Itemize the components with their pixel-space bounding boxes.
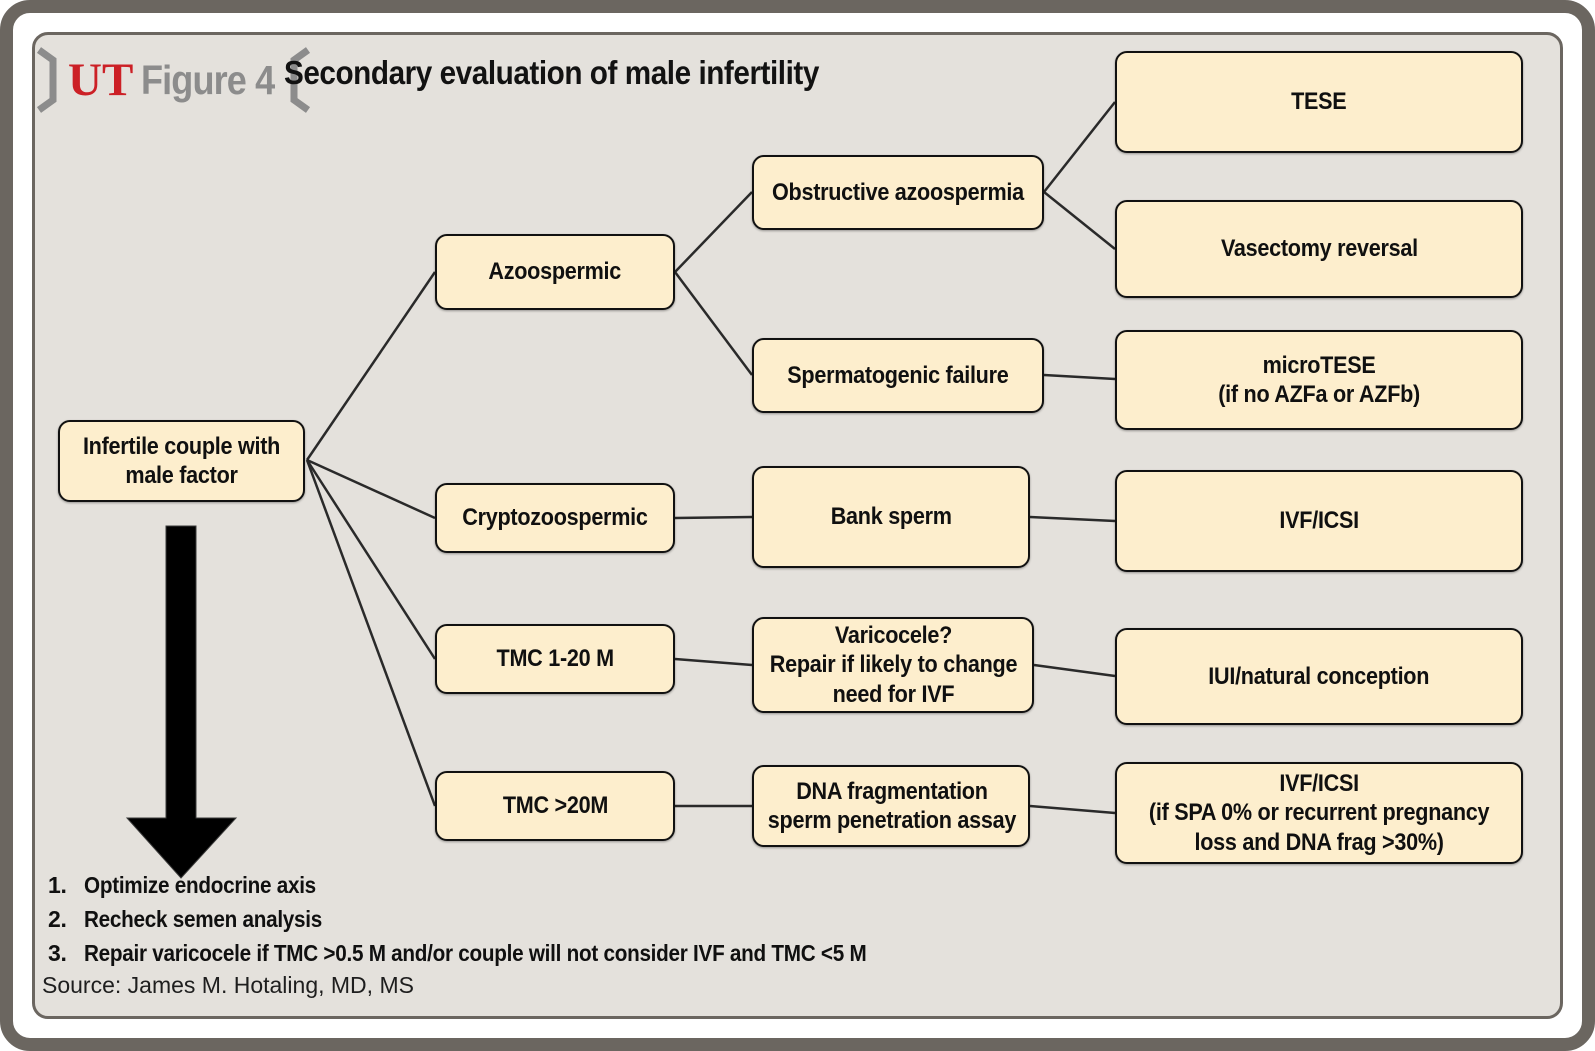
footnote-list: 1. Optimize endocrine axis 2. Recheck se… bbox=[48, 872, 953, 974]
node-bank-sperm: Bank sperm bbox=[752, 466, 1030, 568]
footnote-text: Optimize endocrine axis bbox=[84, 872, 316, 898]
node-microtese: microTESE (if no AZFa or AZFb) bbox=[1115, 330, 1523, 430]
node-label: Infertile couple with male factor bbox=[82, 432, 281, 489]
node-tese: TESE bbox=[1115, 51, 1523, 153]
node-label: microTESE (if no AZFa or AZFb) bbox=[1218, 351, 1420, 408]
node-varicocele: Varicocele? Repair if likely to change n… bbox=[752, 617, 1034, 713]
footnote-number: 1. bbox=[48, 872, 67, 898]
footnote-text: Repair varicocele if TMC >0.5 M and/or c… bbox=[84, 940, 867, 966]
footnote-number: 2. bbox=[48, 906, 67, 932]
source-credit: Source: James M. Hotaling, MD, MS bbox=[42, 972, 414, 998]
node-spermatogenic-failure: Spermatogenic failure bbox=[752, 338, 1044, 413]
node-tmc-gt20: TMC >20M bbox=[435, 771, 675, 841]
node-label: IVF/ICSI (if SPA 0% or recurrent pregnan… bbox=[1148, 770, 1490, 856]
node-label: Spermatogenic failure bbox=[787, 361, 1009, 389]
node-label: Vasectomy reversal bbox=[1220, 235, 1418, 263]
footnote-item: 1. Optimize endocrine axis bbox=[48, 872, 953, 899]
node-label: TMC 1-20 M bbox=[496, 645, 614, 673]
footnote-text: Recheck semen analysis bbox=[84, 906, 323, 932]
brand-logo: UT bbox=[68, 53, 134, 106]
node-obstructive-azoospermia: Obstructive azoospermia bbox=[752, 155, 1044, 230]
node-label: IUI/natural conception bbox=[1208, 662, 1430, 690]
footnote-number: 3. bbox=[48, 940, 67, 966]
node-label: Varicocele? Repair if likely to change n… bbox=[769, 622, 1017, 708]
node-iui-natural-conception: IUI/natural conception bbox=[1115, 628, 1523, 725]
node-azoospermic: Azoospermic bbox=[435, 234, 675, 310]
node-label: DNA fragmentation sperm penetration assa… bbox=[767, 777, 1017, 834]
page-title: Secondary evaluation of male infertility bbox=[284, 54, 819, 91]
footnote-item: 2. Recheck semen analysis bbox=[48, 906, 953, 933]
left-bracket-icon bbox=[36, 47, 57, 113]
figure-number-label: Figure 4 bbox=[141, 56, 275, 103]
node-label: Obstructive azoospermia bbox=[772, 178, 1024, 206]
node-vasectomy-reversal: Vasectomy reversal bbox=[1115, 200, 1523, 298]
node-ivf-icsi-spa: IVF/ICSI (if SPA 0% or recurrent pregnan… bbox=[1115, 762, 1523, 864]
footnote-item: 3. Repair varicocele if TMC >0.5 M and/o… bbox=[48, 940, 953, 967]
node-ivf-icsi: IVF/ICSI bbox=[1115, 470, 1523, 572]
node-label: Cryptozoospermic bbox=[462, 504, 648, 532]
down-arrow bbox=[125, 525, 238, 879]
right-bracket-icon bbox=[290, 47, 310, 113]
node-cryptozoospermic: Cryptozoospermic bbox=[435, 483, 675, 553]
node-label: TESE bbox=[1291, 88, 1347, 116]
figure-tag: UT Figure 4 bbox=[36, 46, 311, 114]
node-label: Bank sperm bbox=[830, 503, 952, 531]
node-label: TMC >20M bbox=[502, 792, 608, 820]
node-infertile-couple: Infertile couple with male factor bbox=[58, 420, 305, 502]
node-label: Azoospermic bbox=[488, 258, 622, 286]
node-dna-fragmentation: DNA fragmentation sperm penetration assa… bbox=[752, 765, 1030, 847]
node-label: IVF/ICSI bbox=[1279, 507, 1359, 535]
node-tmc-1-20: TMC 1-20 M bbox=[435, 624, 675, 694]
